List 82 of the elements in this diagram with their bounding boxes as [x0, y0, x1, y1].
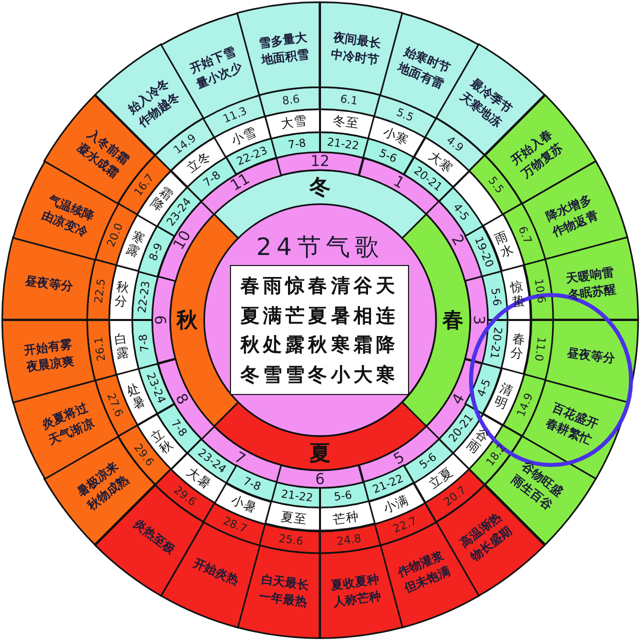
- poem-text: 春雨惊春清谷天夏满芒夏暑相连秋处露秋寒霜降冬雪雪冬小大寒: [239, 274, 400, 388]
- solar-term-name: 寒露: [124, 228, 148, 259]
- description-text: 夏收夏种人称芒种: [328, 570, 382, 611]
- description-text: 暑极凉来秋物成熟: [74, 458, 133, 515]
- description-text: 炎夏将过天气渐凉: [38, 400, 97, 450]
- temperature-value: 10.6: [532, 278, 548, 304]
- date-range: 7-8: [287, 136, 306, 152]
- temperature-value: 26.1: [92, 336, 108, 362]
- solar-term-name: 小暑: [229, 492, 258, 516]
- description-text: 天暖响雷冬眠苏醒: [564, 264, 618, 304]
- solar-term-name: 清明: [492, 381, 516, 412]
- description-text: 开始下雪量小次少: [186, 42, 244, 93]
- solar-term-name: 大雪: [280, 114, 308, 131]
- temperature-value: 8.6: [281, 92, 301, 108]
- temperature-value: 20.0: [104, 221, 126, 249]
- month-number: 8: [172, 390, 192, 408]
- temperature-value: 6.1: [339, 92, 358, 108]
- date-range: 7-8: [241, 475, 263, 494]
- temperature-value: 14.9: [514, 391, 536, 419]
- solar-term-name: 小寒: [382, 124, 411, 147]
- month-number: 5: [390, 448, 408, 468]
- description-text: 百花盛开春耕繁忙: [543, 400, 602, 450]
- month-number: 4: [448, 390, 468, 408]
- date-range: 5-6: [488, 287, 504, 306]
- temperature-value: 24.8: [336, 532, 362, 548]
- temperature-value: 27.6: [104, 391, 126, 419]
- description-text: 昼夜等分: [24, 272, 74, 296]
- description-text: 白天最长一年最热: [258, 570, 312, 611]
- month-number: 7: [232, 448, 250, 468]
- season-label: 春: [442, 306, 464, 334]
- month-number: 11: [228, 170, 254, 195]
- month-number: 3: [470, 315, 488, 325]
- temperature-value: 22.5: [92, 278, 108, 304]
- description-text: 气温续降由凉变冷: [38, 190, 97, 241]
- temperature-value: 25.6: [278, 532, 304, 548]
- poem-panel: [230, 265, 409, 395]
- date-range: 8-9: [146, 241, 165, 263]
- temperature-value: 22.7: [391, 514, 419, 536]
- circle-heading: 24节气歌: [256, 232, 384, 263]
- description-text: 开始炎热: [190, 555, 241, 590]
- date-range: 5-6: [377, 146, 399, 165]
- temperature-value: 6.7: [516, 224, 534, 246]
- description-text: 雪多量大地面积雪: [257, 30, 312, 70]
- solar-term-name: 白露: [114, 332, 131, 361]
- solar-term-name: 春分: [509, 332, 526, 361]
- date-range: 22-23: [134, 280, 152, 314]
- solar-term-name: 小满: [382, 492, 411, 516]
- description-text: 开始有雾夜晨凉爽: [22, 336, 76, 376]
- description-text: 昼夜等分: [566, 344, 616, 368]
- description-text: 降水增多作物返青: [542, 190, 602, 241]
- month-number: 6: [315, 470, 325, 488]
- season-label: 冬: [309, 174, 330, 201]
- date-range: 4-5: [450, 200, 472, 223]
- month-number: 12: [310, 152, 330, 170]
- solar-term-name: 大暑: [184, 464, 214, 492]
- description-text: 炎热至极: [130, 515, 178, 558]
- date-range: 4-5: [475, 377, 494, 399]
- month-number: 10: [170, 228, 195, 254]
- solar-term-name: 惊蛰: [509, 279, 526, 308]
- solar-term-name: 冬至: [332, 114, 360, 131]
- date-range: 21-22: [280, 488, 314, 505]
- description-text: 始寒时节地面有雷: [396, 42, 454, 93]
- date-range: 21-22: [326, 134, 360, 152]
- month-number: 9: [152, 315, 170, 325]
- description-text: 作物灌浆但未饱满: [395, 547, 454, 598]
- solar-term-name: 芒种: [332, 509, 360, 526]
- temperature-value: 5.5: [486, 174, 507, 196]
- season-label: 秋: [176, 306, 198, 334]
- month-number: 1: [390, 172, 408, 192]
- temperature-value: 5.5: [394, 106, 416, 124]
- month-number: 2: [448, 232, 468, 250]
- date-range: 7-8: [136, 333, 152, 353]
- description-text: 夜间最长中冷时节: [328, 30, 382, 70]
- solar-term-name: 雨水: [492, 228, 516, 259]
- temperature-value: 11.0: [532, 336, 548, 362]
- date-range: 20-21: [488, 326, 505, 360]
- temperature-value: 28.7: [221, 514, 249, 536]
- date-range: 5-6: [333, 488, 353, 504]
- temperature-value: 11.3: [221, 104, 249, 126]
- solar-term-name: 夏至: [280, 509, 308, 526]
- season-label: 夏: [309, 440, 330, 467]
- solar-term-name: 秋分: [114, 279, 131, 308]
